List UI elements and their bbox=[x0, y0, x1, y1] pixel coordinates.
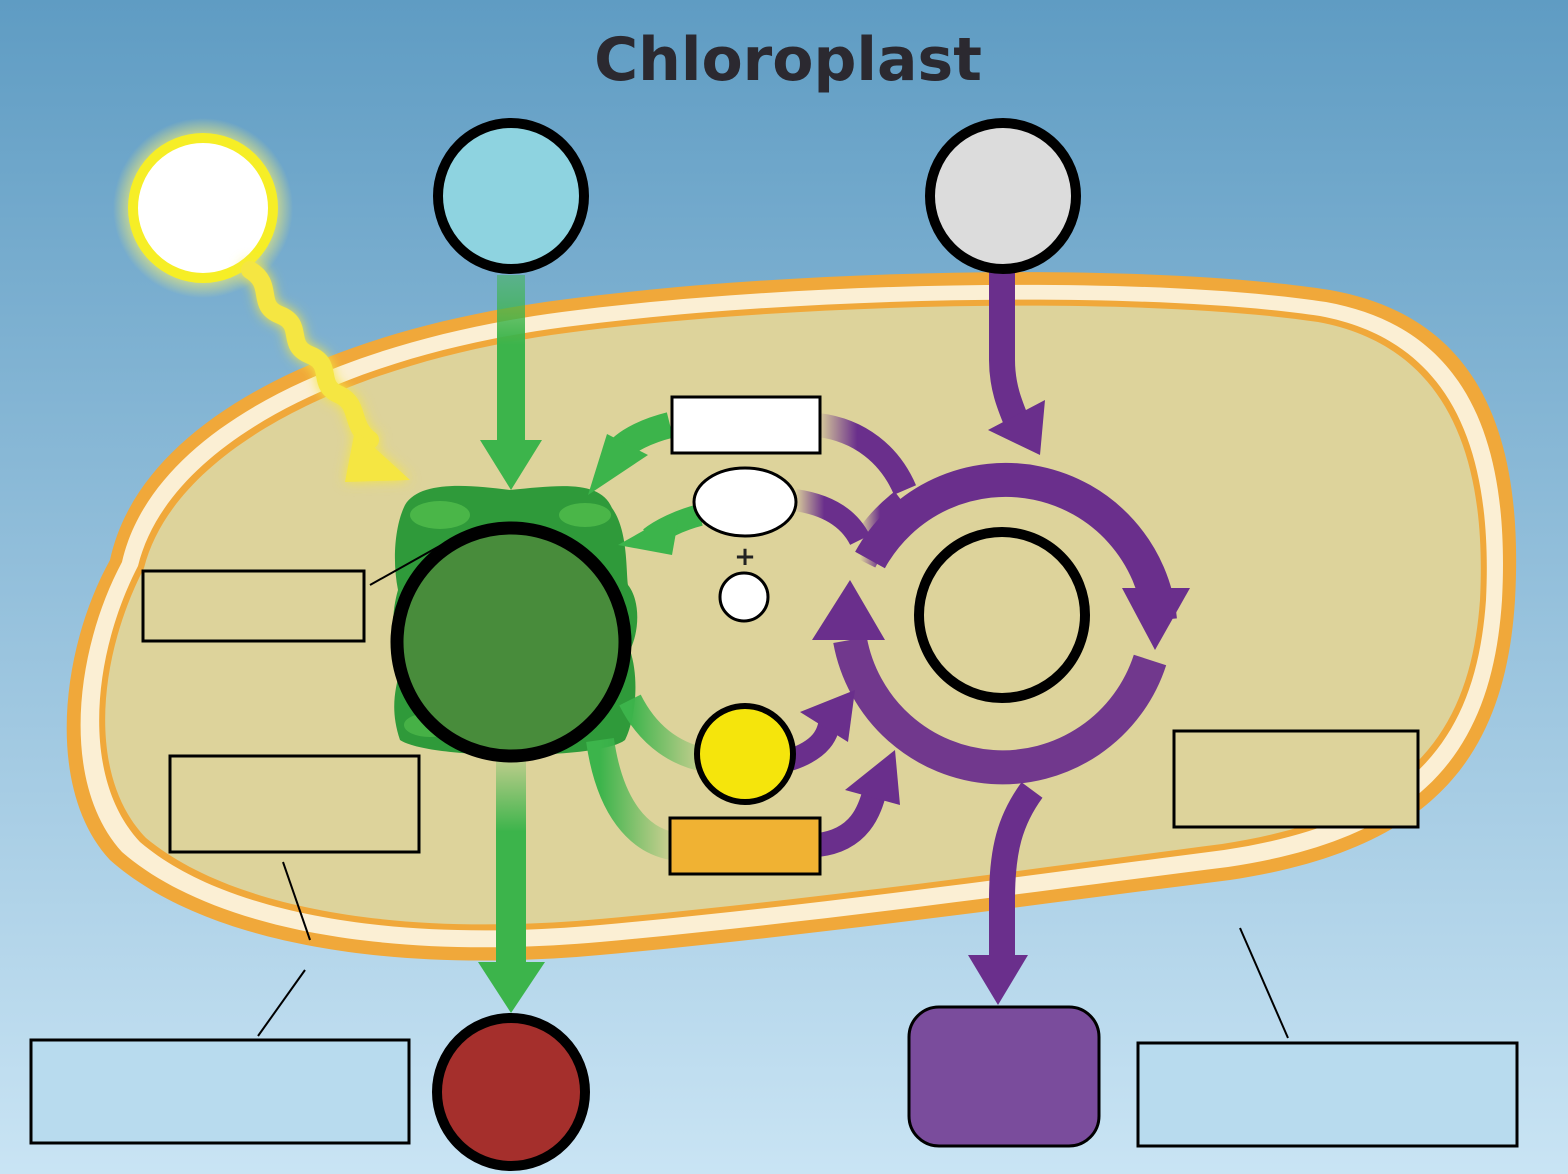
calvin-arrowhead-left bbox=[812, 580, 885, 640]
sugar-box[interactable] bbox=[907, 1005, 1101, 1148]
light-reactions-circle[interactable] bbox=[390, 521, 632, 763]
envelope-label-box[interactable] bbox=[1136, 1041, 1519, 1148]
nadp-label-box[interactable] bbox=[670, 395, 822, 455]
co2-circle[interactable] bbox=[925, 118, 1081, 274]
thylakoid-leader-line bbox=[369, 542, 446, 586]
water-arrow-shaft bbox=[497, 275, 525, 450]
oxygen-circle[interactable] bbox=[432, 1013, 590, 1171]
atp-circle[interactable] bbox=[694, 703, 796, 805]
water-circle[interactable] bbox=[433, 118, 589, 274]
nadph-to-calvin-arrow bbox=[815, 750, 900, 857]
oxygen-arrow-shaft bbox=[496, 760, 526, 965]
calvin-to-nadp-arc bbox=[816, 413, 917, 496]
plus-sign: + bbox=[734, 542, 756, 572]
thylakoid-label-box[interactable] bbox=[141, 569, 366, 643]
co2-input-arrow bbox=[988, 270, 1045, 455]
nadp-return-arrow-top bbox=[588, 412, 674, 495]
calvin-arrowhead-right bbox=[1122, 588, 1190, 650]
calvin-cycle-ring bbox=[812, 462, 1190, 785]
adp-return-arrow bbox=[618, 504, 703, 555]
stroma-label-box[interactable] bbox=[168, 754, 421, 854]
nadph-label-box[interactable] bbox=[668, 816, 822, 876]
light-wave-arrow bbox=[241, 261, 410, 482]
atp-to-calvin-arrow bbox=[786, 690, 855, 771]
stroma bbox=[105, 305, 1481, 925]
adp-label-oval[interactable] bbox=[692, 466, 798, 538]
inner-membrane-leader-line bbox=[282, 861, 311, 941]
page-title: Chloroplast bbox=[594, 25, 982, 95]
envelope-leader-line bbox=[1239, 927, 1289, 1039]
phosphate-circle[interactable] bbox=[718, 571, 770, 623]
sugar-output-arrow bbox=[968, 782, 1043, 1005]
calvin-cycle-circle[interactable] bbox=[914, 527, 1090, 703]
water-arrow-head bbox=[480, 440, 542, 490]
oxygen-arrow-head bbox=[478, 962, 545, 1013]
outer-membrane-leader-line bbox=[257, 969, 306, 1037]
calvin-label-box[interactable] bbox=[1172, 729, 1420, 829]
membrane-label-box[interactable] bbox=[29, 1038, 411, 1145]
light-energy-circle[interactable] bbox=[128, 133, 278, 283]
thylakoid-to-nadph-arc bbox=[586, 737, 676, 860]
